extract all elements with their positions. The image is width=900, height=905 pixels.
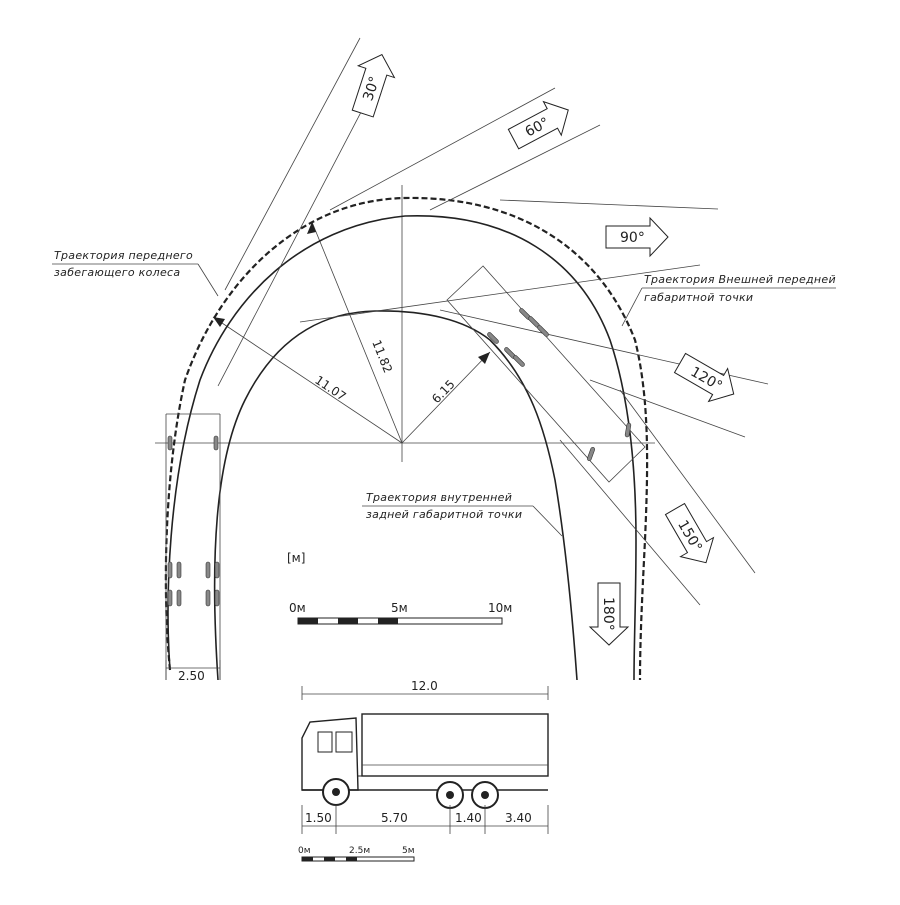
angle-arrow-90: 90° <box>605 216 669 258</box>
outer-front-label-1: Траектория Внешней передней <box>644 273 836 286</box>
units-label: [м] <box>287 551 305 565</box>
svg-text:5м: 5м <box>391 601 408 615</box>
outer-front-leader-arrow <box>621 287 643 327</box>
radius-wheel-line <box>212 316 403 444</box>
svg-text:180°: 180° <box>600 597 616 631</box>
radius-inner-label: 6.15 <box>429 377 458 406</box>
angle-line-60a <box>329 87 556 211</box>
angle-line-120b <box>589 379 746 438</box>
outer-front-trajectory <box>164 196 649 681</box>
truck-side-view: 12.0 1.50 5.70 1.40 3.40 <box>301 679 549 834</box>
inner-rear-label-1: Траектория внутренней <box>366 491 512 504</box>
tire-marks-120 <box>487 308 632 461</box>
front-wheel-label-2: забегающего колеса <box>54 266 180 279</box>
truck-outline-turning <box>446 265 646 483</box>
scale-bar-large: 0м 5м 10м <box>289 601 512 625</box>
radius-inner-arrow <box>478 352 490 364</box>
radius-outer-label: 11.82 <box>369 338 395 375</box>
outer-front-label-2: габаритной точки <box>644 291 753 304</box>
angle-arrow-60: 60° <box>507 100 569 150</box>
inner-rear-label-2: задней габаритной точки <box>366 508 522 521</box>
svg-text:3.40: 3.40 <box>505 811 532 825</box>
angle-line-30b <box>224 37 361 291</box>
svg-text:5.70: 5.70 <box>381 811 408 825</box>
angle-arrow-150: 150° <box>664 502 715 564</box>
radius-wheel-arrow <box>213 317 225 327</box>
angle-arrow-120: 120° <box>673 352 735 403</box>
front-wheel-trajectory <box>167 215 637 681</box>
inner-rear-trajectory <box>213 310 578 681</box>
radius-outer-line <box>311 221 403 444</box>
svg-text:0м: 0м <box>289 601 306 615</box>
svg-text:2.5м: 2.5м <box>349 846 370 856</box>
angle-line-150b <box>559 439 701 606</box>
svg-text:0м: 0м <box>298 846 311 856</box>
angle-line-90a <box>499 199 719 210</box>
svg-text:30°: 30° <box>360 74 383 103</box>
angle-line-150a <box>619 389 756 574</box>
svg-text:1.40: 1.40 <box>455 811 482 825</box>
angle-line-30a <box>217 69 384 387</box>
lane-width-label: 2.50 <box>178 669 205 683</box>
front-wheel-label-1: Траектория переднего <box>54 249 193 262</box>
radius-wheel-label: 11.07 <box>312 373 348 404</box>
angle-line-90b <box>299 264 701 323</box>
radius-inner-line <box>401 351 491 444</box>
scale-bar-small: 0м 2.5м 5м <box>298 846 415 862</box>
inner-rear-leader-arrow <box>532 505 563 537</box>
svg-text:10м: 10м <box>488 601 512 615</box>
svg-text:5м: 5м <box>402 846 415 856</box>
svg-text:1.50: 1.50 <box>305 811 332 825</box>
angle-arrow-180: 180° <box>588 582 630 646</box>
svg-text:12.0: 12.0 <box>411 679 438 693</box>
front-wheel-leader-arrow <box>197 263 219 297</box>
svg-text:90°: 90° <box>620 230 645 246</box>
angle-line-60b <box>429 124 601 211</box>
angle-arrow-30: 30° <box>351 53 396 118</box>
radius-outer-arrow <box>307 222 316 234</box>
entry-lane <box>165 413 221 680</box>
